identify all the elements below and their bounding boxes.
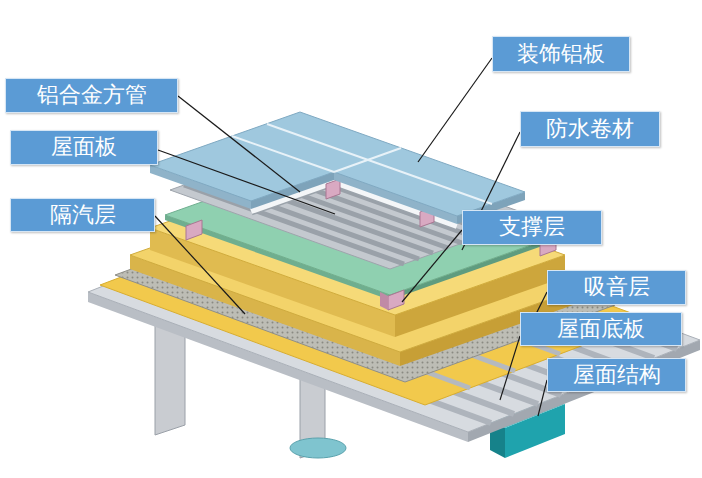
bracket <box>380 292 388 310</box>
leader-line <box>158 150 335 214</box>
decor-panels <box>150 112 525 224</box>
callout-box: 防水卷材 <box>520 111 660 147</box>
callout-box: 支撑层 <box>462 210 602 245</box>
callout-label: 防水卷材 <box>546 116 634 142</box>
callout-label: 屋面板 <box>51 134 117 160</box>
callout-box: 屋面板 <box>10 130 158 165</box>
bracket <box>186 220 202 240</box>
callout-box: 吸音层 <box>547 270 686 305</box>
leader-line <box>418 58 492 162</box>
callout-box: 铝合金方管 <box>5 78 178 113</box>
panel-top <box>150 112 525 216</box>
callout-label: 屋面结构 <box>573 362 661 388</box>
callout-box: 隔汽层 <box>10 198 155 232</box>
leader-line <box>500 336 520 400</box>
leader-line <box>178 96 300 192</box>
leader-line <box>155 216 245 314</box>
leader-line <box>402 230 462 302</box>
panel-joints <box>232 124 492 204</box>
callout-label: 装饰铝板 <box>517 41 605 67</box>
bracket <box>388 290 404 310</box>
callout-box: 装饰铝板 <box>492 36 630 72</box>
callout-label: 吸音层 <box>584 274 650 300</box>
callout-label: 铝合金方管 <box>37 82 147 108</box>
leader-line <box>538 380 547 416</box>
callout-label: 隔汽层 <box>50 202 116 228</box>
callout-box: 屋面底板 <box>520 312 682 346</box>
callout-label: 屋面底板 <box>557 316 645 342</box>
pipe <box>290 438 346 458</box>
callout-label: 支撑层 <box>499 214 565 240</box>
callout-box: 屋面结构 <box>547 358 686 392</box>
